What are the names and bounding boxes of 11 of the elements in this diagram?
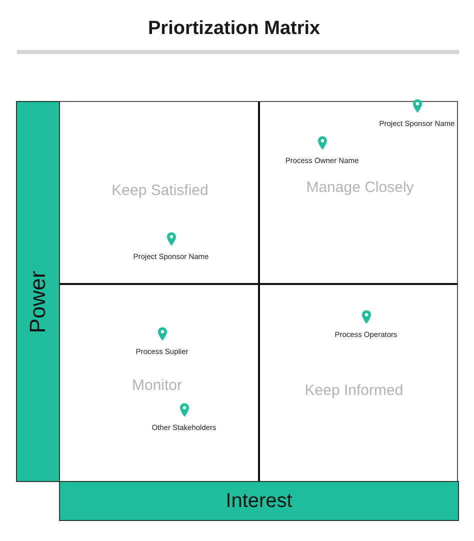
quadrant-title: Keep Satisfied [112, 182, 208, 200]
axis-band [59, 481, 459, 521]
quadrant-title: Manage Closely [306, 179, 414, 197]
matrix-quadrant [60, 101, 260, 285]
quadrant-title: Keep Informed [304, 382, 404, 400]
matrix-quadrant [260, 101, 458, 285]
page-title: Priortization Matrix [148, 17, 320, 41]
axis-band [16, 101, 60, 482]
axis-title: Interest [226, 491, 292, 511]
axis-title: Power [27, 270, 49, 334]
quadrant-title: Monitor [132, 377, 182, 395]
